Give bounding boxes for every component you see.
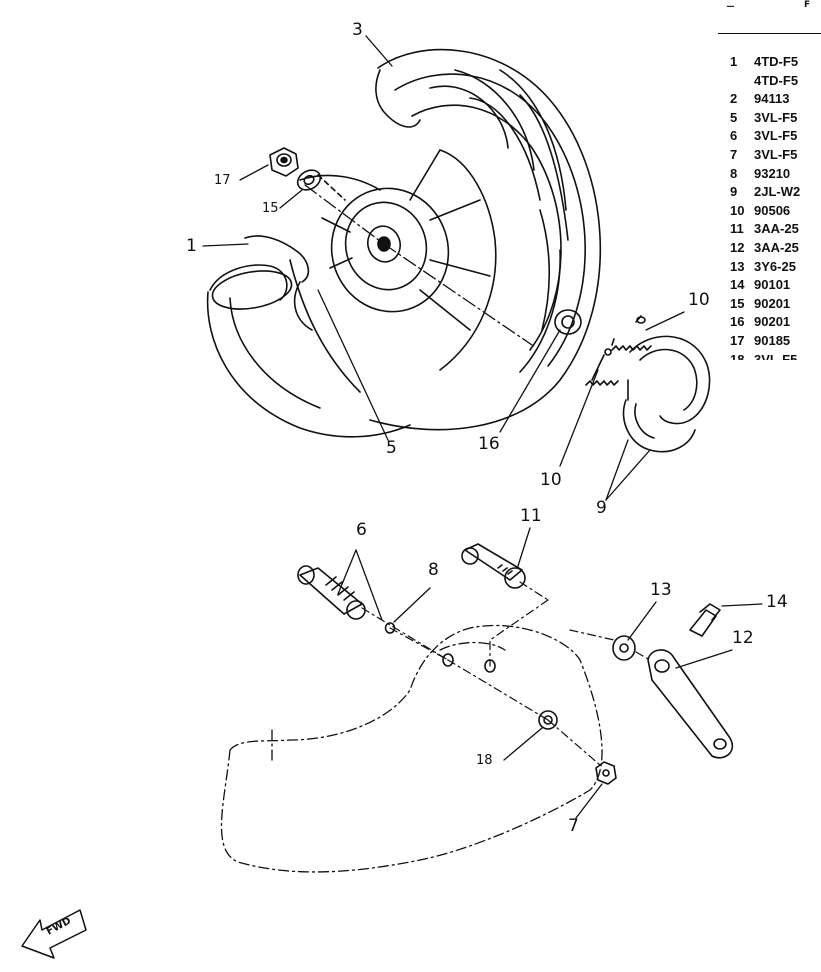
part-number: 90101 <box>754 277 791 293</box>
part-number: 3VL-F5 <box>754 351 798 360</box>
washer <box>296 169 322 191</box>
table-row: 7 3VL-F5 <box>718 147 797 162</box>
cam-washer <box>612 635 636 661</box>
callout-16: 16 <box>478 434 500 454</box>
callout-12: 12 <box>732 628 754 648</box>
callout-11: 11 <box>520 506 542 526</box>
axle-centerline <box>304 184 533 346</box>
brake-spring-lower <box>585 348 619 386</box>
crankcase-holes <box>442 653 496 673</box>
table-row: 17 90185 <box>718 333 790 348</box>
ref-number: 2 <box>730 91 738 107</box>
table-row: 1 4TD-F5 <box>718 54 798 69</box>
callout-3: 3 <box>352 20 363 40</box>
ref-number: 10 <box>730 202 745 218</box>
ref-number: 8 <box>730 165 738 181</box>
forward-arrow-icon <box>21 909 87 959</box>
cam-lever <box>647 649 734 759</box>
callout-9: 9 <box>596 498 607 518</box>
part-number: 3AA-25 <box>754 221 799 237</box>
table-row: 16 90201 <box>718 314 790 329</box>
callout-10-lower: 10 <box>540 470 562 490</box>
lever-nut <box>595 761 617 785</box>
callout-13: 13 <box>650 580 672 600</box>
table-row: 11 3AA-25 <box>718 221 799 236</box>
assembly-guide-lines <box>361 581 651 766</box>
table-row: 9 2JL-W2 <box>718 184 800 199</box>
part-number: 3AA-25 <box>754 240 799 255</box>
table-row: 5 3VL-F5 <box>718 110 797 125</box>
header-ref: ㄧ <box>726 3 736 13</box>
crankcase-outline <box>220 624 603 873</box>
table-row: 18 3VL-F5 <box>718 352 797 360</box>
part-number: 3VL-F5 <box>754 128 798 144</box>
part-number: 3VL-F5 <box>754 147 798 162</box>
part-number: 3VL-F5 <box>754 109 798 125</box>
part-number: 4TD-F5 <box>754 72 799 88</box>
part-number: 2JL-W2 <box>754 184 801 200</box>
ref-number: 14 <box>730 277 745 293</box>
ref-number: 11 <box>730 221 744 237</box>
table-row: 13 3Y6-25 <box>718 259 796 274</box>
ref-number: 9 <box>730 184 738 200</box>
ref-number: 5 <box>730 109 738 125</box>
ref-number: 16 <box>730 314 745 330</box>
part-number: 94113 <box>754 91 790 107</box>
tire <box>369 48 602 431</box>
ref-number: 7 <box>730 147 738 162</box>
table-row: 12 3AA-25 <box>718 240 799 255</box>
callout-8: 8 <box>428 560 439 580</box>
table-row: 14 90101 <box>718 277 790 292</box>
part-number: 4TD-F5 <box>754 54 799 69</box>
leader-lines <box>202 35 733 819</box>
oil-seal <box>554 309 582 335</box>
parts-list-table: ㄧ F 1 4TD-F5 4TD-F5 2 94113 5 3VL-F5 6 3VL-F5 7 3V… <box>718 0 821 360</box>
ref-number: 13 <box>730 258 745 274</box>
part-number: 90201 <box>754 295 791 311</box>
callout-18: 18 <box>476 753 493 768</box>
callout-15: 15 <box>262 201 279 216</box>
ref-number: 6 <box>730 128 738 144</box>
table-row: 4TD-F5 <box>718 73 798 88</box>
ref-number: 1 <box>730 54 738 69</box>
table-row: 8 93210 <box>718 166 790 181</box>
brake-spring-upper <box>611 315 652 351</box>
part-number: 90201 <box>754 314 791 330</box>
lever-bolt <box>689 603 721 637</box>
table-row: 10 90506 <box>718 203 790 218</box>
ref-number: 15 <box>730 295 745 311</box>
table-row: 15 90201 <box>718 296 790 311</box>
callout-6: 6 <box>356 520 367 540</box>
callout-5: 5 <box>386 438 397 458</box>
ref-number: 18 <box>730 351 745 360</box>
callout-1: 1 <box>186 236 197 256</box>
axle-nut <box>269 147 299 177</box>
brake-shoes <box>622 335 711 453</box>
ref-number: 12 <box>730 240 745 255</box>
table-row: 6 3VL-F5 <box>718 128 797 143</box>
part-number: 90185 <box>754 333 791 348</box>
callout-17: 17 <box>214 173 231 188</box>
part-number: 93210 <box>754 165 791 181</box>
part-number: 3Y6-25 <box>754 258 796 274</box>
header-rule <box>718 33 821 34</box>
collar <box>538 710 558 730</box>
callout-7: 7 <box>568 816 579 836</box>
brake-drum <box>206 235 411 438</box>
wheel-hub <box>299 149 497 371</box>
brake-camshaft <box>461 543 526 589</box>
table-row: 2 94113 <box>718 91 789 106</box>
header-part-number: F <box>804 0 811 10</box>
callout-10-upper: 10 <box>688 290 710 310</box>
ref-number: 17 <box>730 333 745 348</box>
brake-shafts <box>297 565 366 620</box>
callout-14: 14 <box>766 592 788 612</box>
part-number: 90506 <box>754 202 791 218</box>
